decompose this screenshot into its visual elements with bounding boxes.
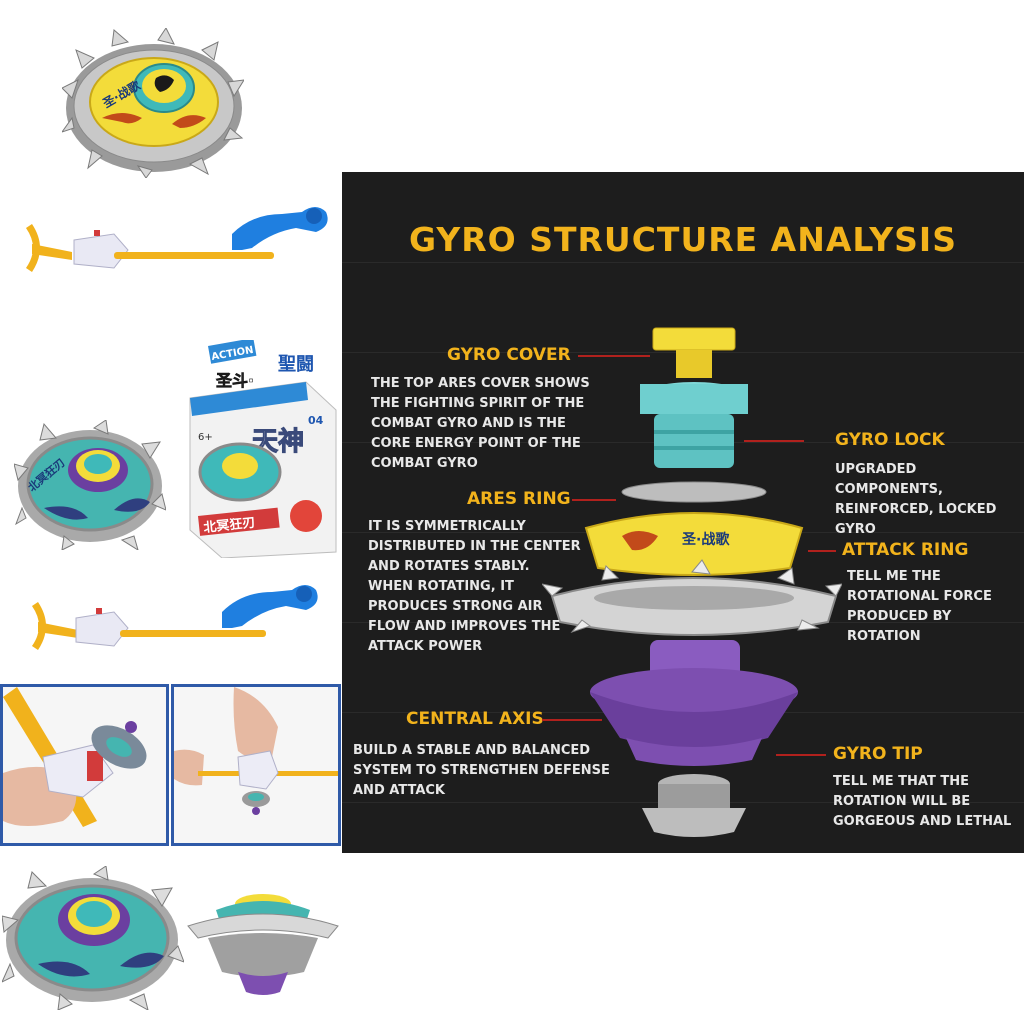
- svg-text:聖闘: 聖闘: [278, 354, 314, 375]
- ares-ring-part: 圣·战歌: [584, 512, 804, 576]
- attack-ring-description: TELL ME THE ROTATIONAL FORCE PRODUCED BY…: [847, 569, 992, 644]
- gyro-tip-label: GYRO TIP: [833, 744, 923, 764]
- svg-text:圣斗·: 圣斗·: [215, 371, 254, 390]
- gyro-lock-part: [640, 382, 748, 468]
- structure-infographic: GYRO STRUCTURE ANALYSIS 圣·战歌: [342, 172, 1024, 853]
- attack-ring-label: ATTACK RING: [842, 540, 969, 560]
- central-axis-part: [590, 640, 798, 766]
- launcher-picture-2: [24, 598, 274, 668]
- teal-top-picture-2: [2, 866, 184, 1010]
- launcher-picture: [18, 222, 278, 292]
- top-side-view-picture: [186, 886, 340, 1000]
- winder-picture: [228, 198, 332, 250]
- pull-photo: [171, 684, 341, 846]
- central-axis-label: CENTRAL AXIS: [406, 709, 544, 729]
- gyro-lock-label: GYRO LOCK: [835, 430, 945, 450]
- svg-text:圣·战歌: 圣·战歌: [681, 531, 730, 548]
- attack-ring-part: [542, 559, 842, 636]
- svg-text:北冥狂刃: 北冥狂刃: [203, 515, 256, 536]
- ares-ring-description: IT IS SYMMETRICALLY DISTRIBUTED IN THE C…: [368, 519, 581, 654]
- gyro-lock-description: UPGRADED COMPONENTS, REINFORCED, LOCKED …: [835, 462, 997, 537]
- teal-top-picture: 北冥狂刃: [14, 420, 166, 550]
- gyro-tip-part: [642, 774, 746, 837]
- winder-picture-2: [218, 576, 322, 628]
- launch-photo: [0, 684, 169, 846]
- box-age: 6+: [198, 432, 213, 443]
- exploded-parts-diagram: 圣·战歌: [542, 327, 842, 837]
- infographic-title: GYRO STRUCTURE ANALYSIS: [409, 220, 957, 259]
- gyro-cover-part: [652, 327, 736, 378]
- product-box-picture: ACTION 圣斗· 聖闘 6+ 04 天神 北冥狂刃: [186, 340, 338, 558]
- gyro-tip-description: TELL ME THAT THE ROTATION WILL BE GORGEO…: [833, 774, 1012, 829]
- yellow-top-picture: 圣·战歌: [62, 28, 244, 178]
- gyro-cover-label: GYRO COVER: [447, 345, 571, 365]
- box-number: 04: [308, 414, 324, 427]
- central-axis-description: BUILD A STABLE AND BALANCED SYSTEM TO ST…: [353, 743, 610, 798]
- gyro-cover-description: THE TOP ARES COVER SHOWS THE FIGHTING SP…: [371, 376, 590, 471]
- ares-ring-label: ARES RING: [467, 489, 571, 509]
